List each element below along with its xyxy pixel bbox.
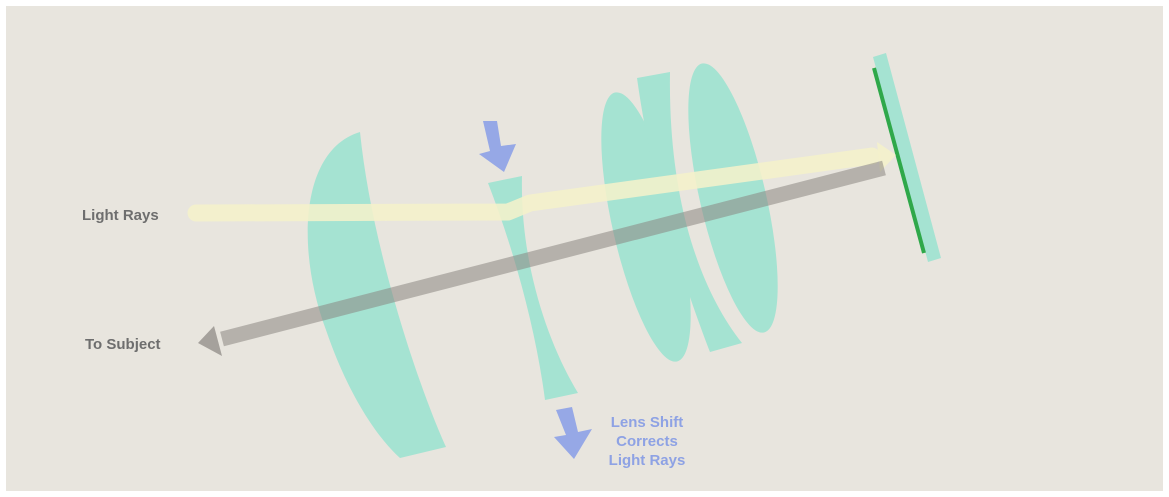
sensor-plate — [873, 53, 941, 262]
light-rays-label: Light Rays — [82, 207, 159, 224]
lens-shift-caption-line: Light Rays — [608, 452, 686, 469]
lens-shift-caption: Lens Shift Corrects Light Rays — [592, 413, 702, 470]
to-subject-label: To Subject — [85, 336, 161, 353]
lens-shift-caption-line: Corrects — [616, 433, 678, 450]
rear-concave-lens — [637, 72, 742, 352]
subject-ray-path — [220, 160, 886, 347]
arrow-down-icon — [554, 407, 592, 459]
arrowhead-left-icon — [198, 326, 222, 356]
rear-convex-lens-2 — [688, 63, 778, 333]
arrow-down-icon — [479, 121, 516, 172]
light-ray-path — [187, 147, 881, 222]
sensor-line — [872, 67, 926, 254]
lens-shift-caption-line: Lens Shift — [610, 414, 684, 431]
shift-lens-element — [488, 176, 578, 400]
